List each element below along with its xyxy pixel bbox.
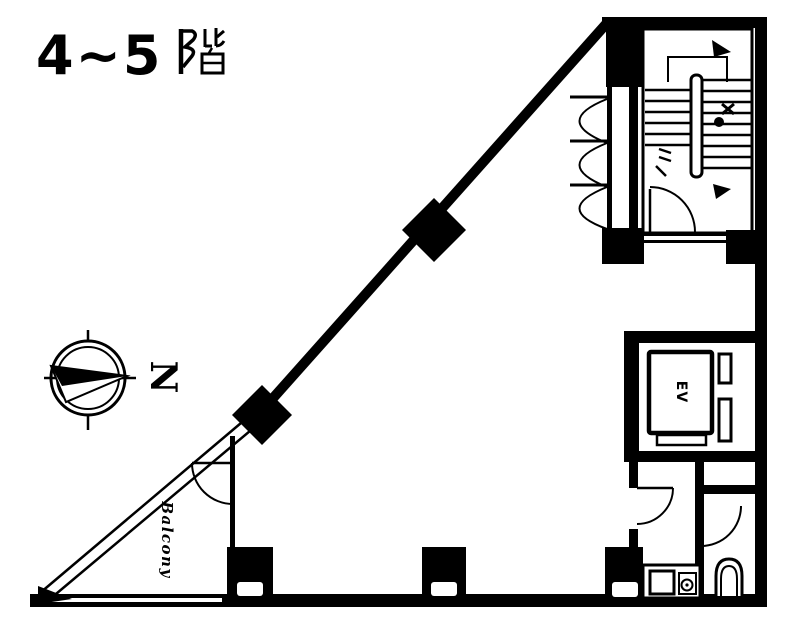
exterior-wall-top <box>602 17 767 28</box>
sink-basin <box>648 569 676 596</box>
column-stub-notch <box>237 582 263 596</box>
column-stub-notch <box>612 582 638 597</box>
stair-arrow-dot <box>714 117 724 127</box>
wc-left-wall-lower <box>629 529 638 553</box>
balcony-label: Balcony <box>158 500 176 578</box>
elevator-room-bottom-wall <box>624 451 767 462</box>
sink-fixture <box>678 572 697 595</box>
wc-right-top-wall <box>695 485 764 494</box>
door-swing-arc-icon <box>578 186 608 230</box>
door-swing-arc-icon <box>578 142 608 188</box>
elevator-counterweight <box>717 352 733 385</box>
stair-arrow-mark <box>655 165 667 177</box>
column-diamond-icon <box>402 198 466 262</box>
door-swing-arc-icon <box>700 505 742 547</box>
exterior-wall-right <box>755 17 767 607</box>
elevator-door-sill <box>655 433 708 447</box>
door-swing-arc-icon <box>636 487 674 525</box>
sink-drain-dot <box>685 583 689 587</box>
stair-arrowhead <box>712 40 731 57</box>
stair-arrow-mark <box>658 147 672 155</box>
stairwell-column-bottom <box>602 228 644 264</box>
diagonal-wall-opening <box>558 33 574 50</box>
stairwell-south-wall <box>644 240 728 243</box>
stairwell-column-right <box>726 230 758 264</box>
wc-area <box>629 458 764 600</box>
balcony-railing-outer <box>39 411 255 594</box>
kanji-stroke <box>181 29 197 69</box>
elevator-guide-rail <box>717 397 733 443</box>
stair-arrowhead <box>713 184 731 199</box>
toilet-icon <box>714 557 744 596</box>
north-label: N <box>142 361 184 394</box>
compass-rose-icon: N <box>44 330 184 430</box>
wc-left-wall-upper <box>629 460 638 488</box>
door-swing-arc-icon <box>649 186 696 233</box>
page-title: 4~5 <box>36 24 162 87</box>
kanji-floor-glyph <box>178 28 226 75</box>
kanji-stroke <box>215 40 226 48</box>
diagonal-wall-opening <box>382 231 396 246</box>
stairwell-west-wall-outer <box>607 85 612 233</box>
balcony-railing-inner <box>49 419 264 600</box>
diagonal-wall-opening <box>241 376 257 393</box>
stair-treads-icon <box>645 78 751 170</box>
toilet-bowl-inner <box>720 564 738 596</box>
stairwell <box>570 17 758 264</box>
compass-needle <box>51 366 127 386</box>
exterior-wall-bottom <box>30 594 767 607</box>
stair-handrail <box>689 73 704 179</box>
kanji-stroke <box>207 47 214 54</box>
balcony: Balcony <box>38 411 264 604</box>
door-swing-arc-icon <box>578 98 608 144</box>
stair-arrow-mark <box>658 155 672 163</box>
elevator-room: EV <box>624 331 767 462</box>
column-diamond-icon <box>232 385 292 445</box>
elevator-label: EV <box>673 381 689 403</box>
stair-void-outline <box>667 56 728 82</box>
diagonal-wall-opening <box>434 173 450 190</box>
balcony-edge-core <box>46 598 222 602</box>
elevator-room-top-wall <box>624 331 767 343</box>
door-swing-arc-icon <box>191 462 234 505</box>
wc-divider-wall <box>695 458 704 598</box>
stair-arrow-mark <box>721 102 735 116</box>
balcony-partition-wall <box>230 436 235 598</box>
bottom-wall-columns <box>227 547 643 598</box>
balcony-corner <box>38 586 72 604</box>
shaft-doors <box>570 95 608 230</box>
kanji-stroke <box>216 29 225 39</box>
elevator-room-left-wall <box>624 331 639 462</box>
stair-direction-arrow-icon <box>655 40 735 199</box>
column-stub-notch <box>431 582 457 596</box>
toilet-bowl <box>714 557 744 596</box>
stairwell-column-top <box>606 17 642 87</box>
sink-icon <box>641 563 702 600</box>
stairwell-inner-wall <box>641 27 754 235</box>
sink-drain <box>680 578 694 592</box>
stairwell-west-wall-inner <box>629 85 638 233</box>
elevator-car <box>646 349 715 436</box>
